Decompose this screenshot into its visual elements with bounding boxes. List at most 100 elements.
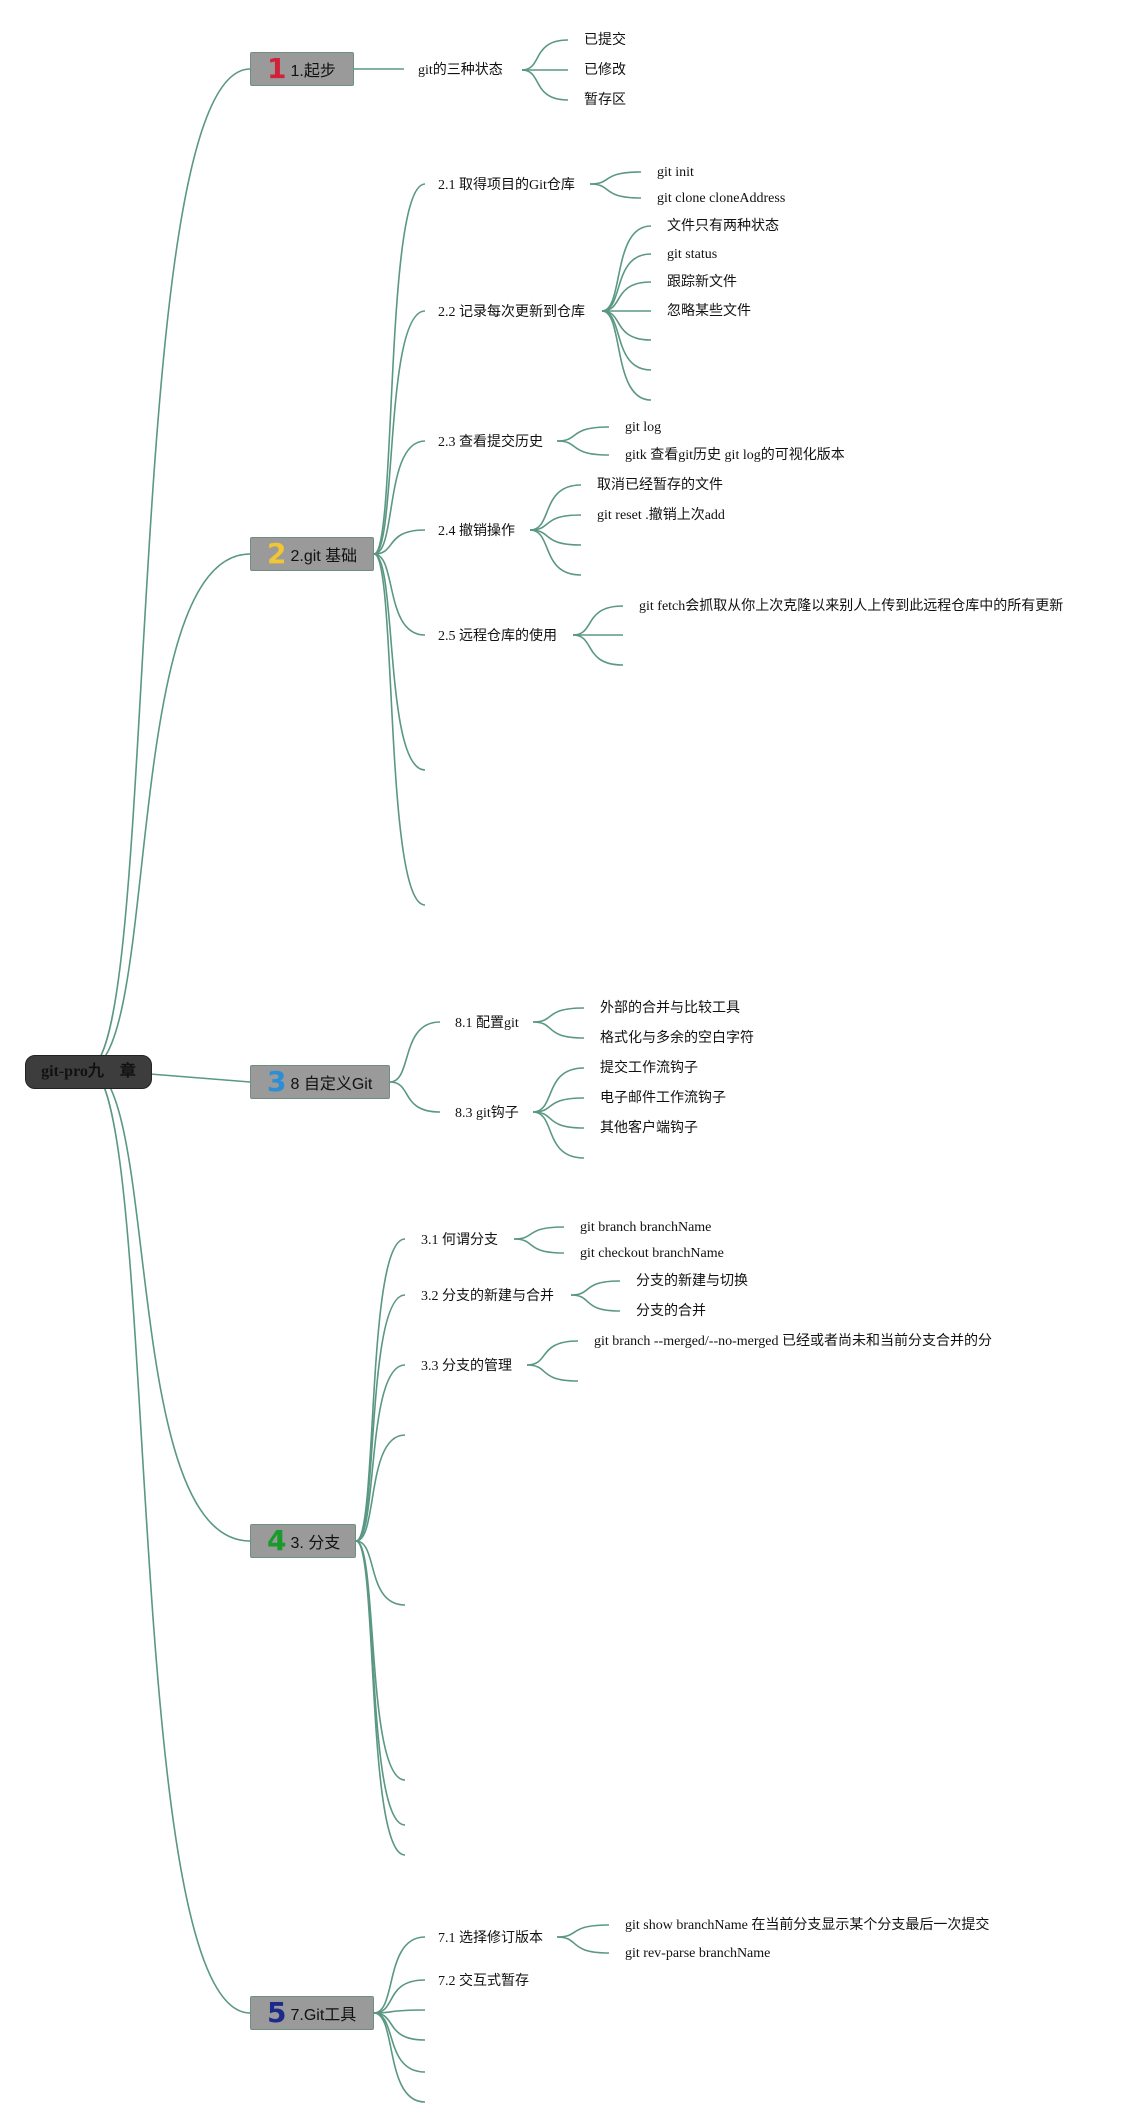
topic-link (355, 1434, 406, 1542)
root-link (87, 1067, 251, 2014)
leaf-git-branch[interactable]: git branch branchName (580, 1220, 712, 1235)
section-node-basics[interactable]: 2 2.git 基础 (250, 537, 374, 571)
leaf-merge-tools[interactable]: 外部的合并与比较工具 (600, 1001, 740, 1016)
leaf-committed[interactable]: 已提交 (584, 33, 626, 48)
leaf-two-states[interactable]: 文件只有两种状态 (667, 219, 779, 234)
leaf-client-hooks[interactable]: 其他客户端钩子 (600, 1121, 698, 1136)
section-node-customize[interactable]: 3 8 自定义Git (250, 1065, 390, 1099)
leaf-link (529, 484, 582, 531)
topic-link (355, 1294, 406, 1542)
leaf-git-fetch[interactable]: git fetch会抓取从你上次克隆以来别人上传到此远程仓库中的所有更新 (639, 599, 1064, 614)
topic-link (355, 1540, 406, 1856)
topic-3-3[interactable]: 3.3 分支的管理 (421, 1359, 512, 1374)
leaf-link (521, 39, 569, 71)
leaf-link (589, 183, 642, 199)
leaf-staging[interactable]: 暂存区 (584, 93, 626, 108)
leaf-link (532, 1097, 585, 1113)
connector-line (149, 1073, 251, 1083)
topic-8-1[interactable]: 8.1 配置git (455, 1016, 519, 1031)
topic-link (373, 553, 426, 636)
section-node-tools[interactable]: 5 7.Git工具 (250, 1996, 374, 2030)
leaf-link (513, 1226, 565, 1240)
topic-2-5[interactable]: 2.5 远程仓库的使用 (438, 629, 557, 644)
leaf-modified[interactable]: 已修改 (584, 63, 626, 78)
leaf-branch-create[interactable]: 分支的新建与切换 (636, 1274, 748, 1289)
topic-link (373, 310, 426, 555)
topic-link (373, 1936, 426, 2014)
topic-link (373, 553, 426, 771)
leaf-git-status[interactable]: git status (667, 247, 718, 262)
topic-link (355, 1540, 406, 1781)
topic-2-4[interactable]: 2.4 撤销操作 (438, 524, 515, 539)
leaf-link (532, 1007, 585, 1023)
leaf-link (532, 1111, 585, 1159)
leaf-link (556, 1936, 610, 1954)
topic-3-1[interactable]: 3.1 何谓分支 (421, 1233, 498, 1248)
topic-8-3[interactable]: 8.3 git钩子 (455, 1106, 519, 1121)
topic-link (355, 1364, 406, 1542)
leaf-git-rev-parse[interactable]: git rev-parse branchName (625, 1946, 771, 1961)
leaf-link (529, 529, 582, 576)
topic-link (355, 1238, 406, 1542)
leaf-link (556, 1924, 610, 1938)
leaf-branch-merge[interactable]: 分支的合并 (636, 1304, 706, 1319)
section-label: 3. 分支 (290, 1535, 341, 1552)
leaf-whitespace[interactable]: 格式化与多余的空白字符 (600, 1031, 754, 1046)
topic-link (373, 529, 426, 555)
leaf-track-new[interactable]: 跟踪新文件 (667, 275, 737, 290)
leaf-link (526, 1340, 579, 1366)
leaf-branch-merged[interactable]: git branch --merged/--no-merged 已经或者尚未和当… (594, 1334, 993, 1349)
topic-link (373, 183, 426, 555)
leaf-link (570, 1294, 621, 1312)
topic-link (373, 2012, 426, 2103)
leaf-git-clone[interactable]: git clone cloneAddress (657, 191, 786, 206)
topic-2-1[interactable]: 2.1 取得项目的Git仓库 (438, 178, 575, 193)
leaf-link (601, 281, 652, 312)
section-label: 2.git 基础 (290, 548, 358, 565)
root-node[interactable]: git-pro九 章 (25, 1055, 152, 1089)
leaf-link (532, 1067, 585, 1113)
leaf-link (556, 440, 610, 456)
topic-7-2[interactable]: 7.2 交互式暂存 (438, 1974, 529, 1989)
leaf-link (532, 1021, 585, 1039)
section-node-start[interactable]: 1 1.起步 (250, 52, 354, 86)
leaf-git-log[interactable]: git log (625, 420, 662, 435)
leaf-ignore[interactable]: 忽略某些文件 (667, 304, 751, 319)
topic-link (389, 1021, 441, 1083)
section-label: 8 自定义Git (290, 1076, 373, 1093)
leaf-git-checkout[interactable]: git checkout branchName (580, 1246, 724, 1261)
root-link (87, 68, 251, 1069)
leaf-link (572, 605, 624, 636)
topic-7-1[interactable]: 7.1 选择修订版本 (438, 1931, 543, 1946)
leaf-link (570, 1280, 621, 1296)
section-node-branch[interactable]: 4 3. 分支 (250, 1524, 356, 1558)
badge-2-icon: 2 (267, 537, 287, 570)
leaf-link (601, 310, 652, 401)
leaf-unstage[interactable]: 取消已经暂存的文件 (597, 478, 723, 493)
topic-2-3[interactable]: 2.3 查看提交历史 (438, 435, 543, 450)
badge-5-icon: 5 (267, 1996, 287, 2029)
section-label: 1.起步 (290, 63, 336, 80)
topic-link (373, 440, 426, 555)
leaf-git-init[interactable]: git init (657, 165, 694, 180)
badge-1-icon: 1 (267, 52, 287, 85)
leaf-gitk[interactable]: gitk 查看git历史 git log的可视化版本 (625, 448, 845, 463)
leaf-link (556, 426, 610, 442)
topic-link (373, 553, 426, 906)
section-label: 7.Git工具 (290, 2007, 357, 2024)
leaf-git-show[interactable]: git show branchName 在当前分支显示某个分支最后一次提交 (625, 1918, 990, 1933)
topic-three-states[interactable]: git的三种状态 (418, 63, 503, 78)
leaf-link (513, 1238, 565, 1254)
leaf-link (601, 253, 652, 312)
leaf-git-reset[interactable]: git reset .撤销上次add (597, 508, 725, 523)
leaf-email-hooks[interactable]: 电子邮件工作流钩子 (600, 1091, 726, 1106)
topic-link (373, 1979, 426, 2014)
topic-3-2[interactable]: 3.2 分支的新建与合并 (421, 1289, 554, 1304)
badge-4-icon: 4 (267, 1524, 287, 1557)
topic-2-2[interactable]: 2.2 记录每次更新到仓库 (438, 305, 585, 320)
leaf-commit-hooks[interactable]: 提交工作流钩子 (600, 1061, 698, 1076)
topic-link (355, 1540, 406, 1606)
leaf-link (601, 310, 652, 371)
topic-link (373, 2012, 426, 2073)
